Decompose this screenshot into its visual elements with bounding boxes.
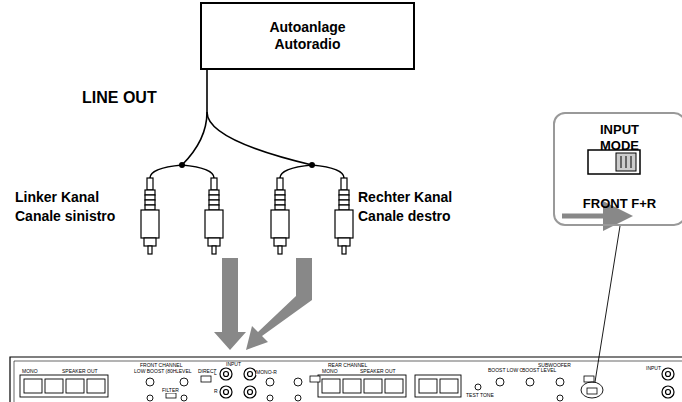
- panel-label: SPEAKER OUT: [360, 369, 396, 374]
- panel-label: R: [214, 389, 218, 394]
- panel-label: L: [214, 371, 217, 376]
- panel-label: SPEAKER OUT: [62, 369, 98, 374]
- panel-label: INPUT: [226, 362, 241, 367]
- input-mode-ring: [581, 226, 620, 398]
- panel-label: LOW BOOST (80Hz): [134, 369, 181, 374]
- callout-box: INPUT MODE FRONT F+R: [553, 112, 682, 226]
- node-text: FRONT F+R: [555, 196, 682, 212]
- source-box: Autoanlage Autoradio: [200, 2, 415, 70]
- panel-switch: [166, 376, 597, 398]
- panel-label: MONO: [322, 369, 338, 374]
- panel-label: LEVEL: [176, 369, 192, 374]
- cable: [150, 70, 344, 178]
- callout-arrow: [562, 216, 618, 217]
- channel-label: LINE OUT: [82, 90, 157, 106]
- channel-label: Rechter Kanal: [358, 190, 452, 204]
- rca-jack: [220, 368, 674, 398]
- panel-label: BOOST LEVEL: [522, 368, 556, 373]
- panel-label: FRONT CHANNEL: [140, 363, 182, 368]
- channel-label: Canale sinistro: [15, 209, 115, 223]
- panel-label: FILTER: [162, 388, 179, 393]
- node-text: Autoanlage Autoradio: [258, 19, 358, 54]
- rca-plug: [141, 178, 353, 254]
- panel-label: MONO: [22, 369, 38, 374]
- amplifier-panel: [10, 357, 682, 402]
- panel-label: TEST TONE: [466, 393, 494, 398]
- channel-label: Canale destro: [358, 209, 451, 223]
- panel-label: SUBWOOFER: [538, 363, 571, 368]
- insert-arrow: [214, 258, 312, 350]
- panel-label: MONO-R: [256, 370, 277, 375]
- speaker-terminal: [20, 375, 461, 397]
- junction-dot: [179, 162, 315, 168]
- panel-label: INPUT: [646, 366, 661, 371]
- node-text: INPUT MODE: [585, 122, 655, 155]
- panel-label: REAR CHANNEL: [328, 363, 367, 368]
- slide-switch: [588, 150, 640, 174]
- channel-label: Linker Kanal: [15, 190, 99, 204]
